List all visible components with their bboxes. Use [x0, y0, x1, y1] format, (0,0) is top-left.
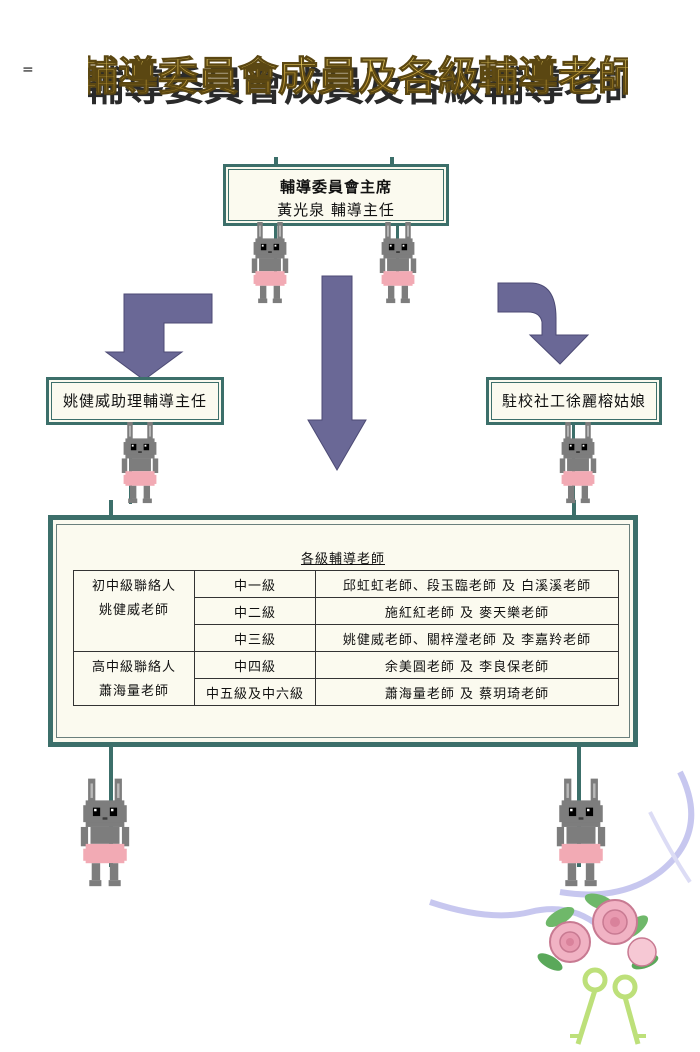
assistant-label: 姚健威助理輔導主任	[62, 392, 207, 410]
chair-role: 輔導委員會主席	[279, 178, 392, 196]
social-worker-sign: 駐校社工徐麗榕姑娘	[486, 377, 662, 425]
assistant-sign: 姚健威助理輔導主任	[46, 377, 224, 425]
teachers-cell: 姚健威老師、關梓瀅老師 及 李嘉羚老師	[315, 624, 619, 652]
table-row: 中三級 姚健威老師、關梓瀅老師 及 李嘉羚老師	[74, 624, 619, 652]
social-worker-label: 駐校社工徐麗榕姑娘	[501, 392, 646, 410]
table-row: 中二級 施紅紅老師 及 麥天樂老師	[74, 597, 619, 625]
page-title: 輔導委員會成員及各級輔導老師	[88, 54, 628, 100]
arrow-left-icon	[104, 293, 213, 381]
bunny-icon	[376, 222, 420, 304]
teachers-cell: 施紅紅老師 及 麥天樂老師	[315, 597, 619, 625]
arrow-down-icon	[307, 275, 367, 471]
title-banner: 輔導委員會成員及各級輔導老師 輔導委員會成員及各級輔導老師	[88, 54, 628, 111]
bunny-icon	[76, 748, 134, 918]
group-leader-name: 蕭海量老師	[98, 684, 169, 699]
group-leader-role: 高中級聯絡人	[91, 660, 176, 675]
group-leader-role: 初中級聯絡人	[91, 579, 176, 594]
table-row: 初中級聯絡人 姚健威老師 中一級 邱虹虹老師、段玉臨老師 及 白溪溪老師	[73, 570, 619, 652]
page-mark: =	[22, 62, 34, 78]
bunny-icon	[118, 422, 162, 504]
group-leader-cell: 高中級聯絡人 蕭海量老師	[73, 651, 195, 706]
chair-sign: 輔導委員會主席 黃光泉 輔導主任	[223, 164, 449, 226]
table-title: 各級輔導老師	[300, 552, 385, 567]
bunny-icon	[556, 422, 600, 504]
chair-name: 黃光泉 輔導主任	[277, 201, 395, 219]
level-cell: 中五級及中六級	[194, 678, 316, 706]
level-cell: 中二級	[194, 597, 316, 625]
group-leader-name: 姚健威老師	[98, 603, 169, 618]
level-cell: 中四級	[194, 651, 316, 679]
arrow-right-curve-icon	[497, 282, 590, 365]
teachers-cell: 蕭海量老師 及 蔡玥琦老師	[315, 678, 619, 706]
rose-bouquet-icon	[429, 770, 695, 1045]
teachers-cell: 邱虹虹老師、段玉臨老師 及 白溪溪老師	[315, 570, 619, 598]
title-shadow: 輔導委員會成員及各級輔導老師	[88, 64, 628, 110]
level-cell: 中三級	[194, 624, 316, 652]
teachers-table: 初中級聯絡人 姚健威老師 中一級 邱虹虹老師、段玉臨老師 及 白溪溪老師 中二級…	[73, 570, 619, 706]
table-row: 中五級及中六級 蕭海量老師 及 蔡玥琦老師	[74, 678, 619, 706]
keys-icon	[570, 967, 646, 1045]
teachers-panel: 各級輔導老師 初中級聯絡人 姚健威老師 中一級 邱虹虹老師、段玉臨老師 及 白溪…	[48, 515, 638, 747]
table-row: 高中級聯絡人 蕭海量老師 中四級 余美圓老師 及 李良保老師	[73, 651, 619, 706]
teachers-cell: 余美圓老師 及 李良保老師	[315, 651, 619, 679]
bunny-icon	[248, 222, 292, 304]
level-cell: 中一級	[194, 570, 316, 598]
group-leader-cell: 初中級聯絡人 姚健威老師	[73, 570, 195, 652]
